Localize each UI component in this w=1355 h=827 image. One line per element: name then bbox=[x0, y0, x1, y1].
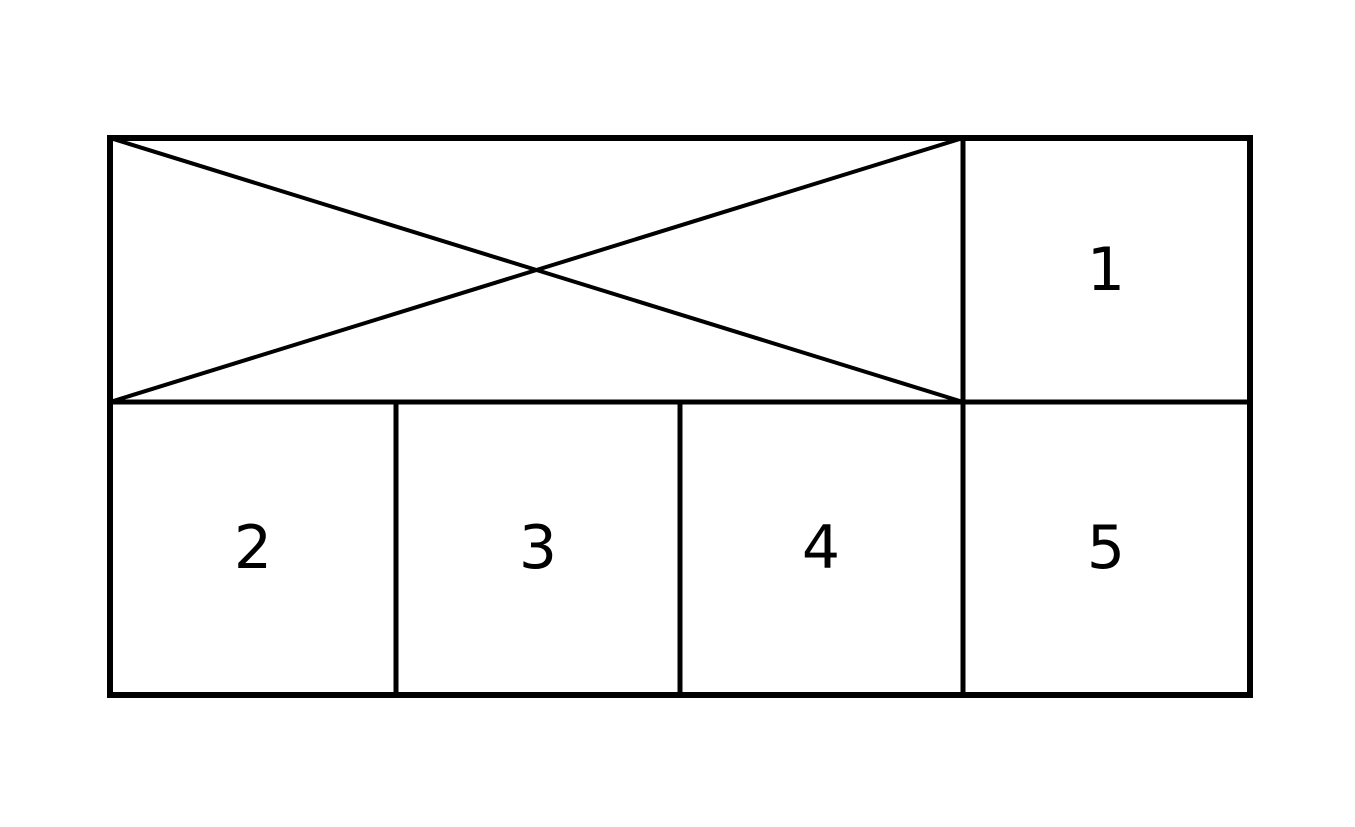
cell-region-2[interactable] bbox=[110, 402, 396, 695]
cell-region-3[interactable] bbox=[396, 402, 680, 695]
cell-region-5[interactable] bbox=[963, 402, 1250, 695]
outer-border bbox=[107, 135, 1253, 698]
cell-region-1[interactable] bbox=[963, 138, 1250, 402]
cell-label-1: 1 bbox=[1087, 235, 1125, 305]
placeholder-diagonal-up-icon bbox=[109, 136, 964, 404]
cell-label-5: 5 bbox=[1087, 513, 1125, 583]
cell-label-2: 2 bbox=[234, 513, 272, 583]
cell-label-3: 3 bbox=[519, 513, 557, 583]
cell-region-4[interactable] bbox=[680, 402, 963, 695]
cell-label-4: 4 bbox=[802, 513, 840, 583]
